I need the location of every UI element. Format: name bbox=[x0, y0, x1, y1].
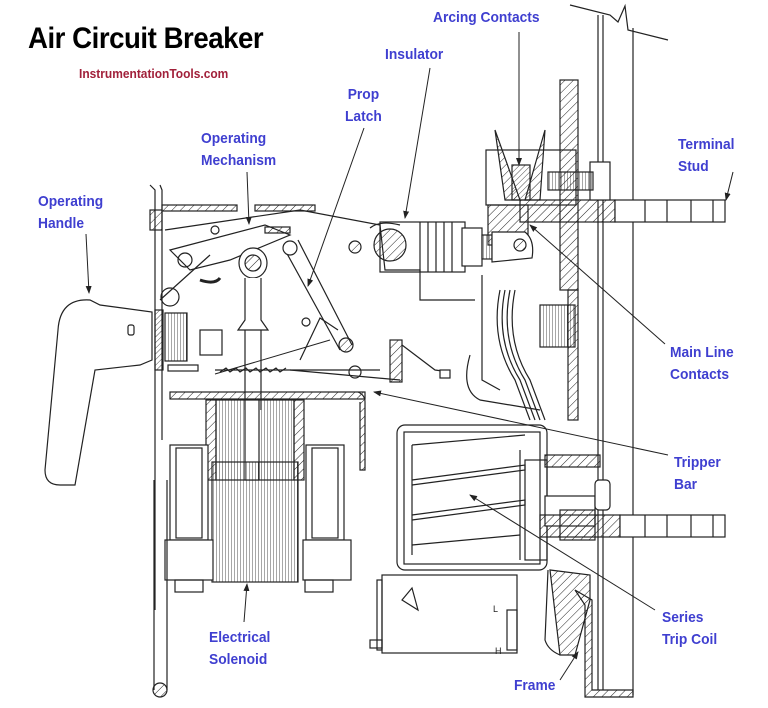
label-operating-handle: Operating Handle bbox=[38, 191, 103, 235]
coil-tap-box bbox=[369, 574, 518, 654]
label-terminal-stud-line2: Stud bbox=[678, 158, 709, 175]
handle-spring bbox=[164, 312, 223, 372]
leader-series-trip-coil bbox=[469, 494, 656, 611]
label-prop-latch-line2: Latch bbox=[345, 108, 382, 125]
leader-prop-latch bbox=[307, 127, 365, 287]
label-operating-handle-line2: Handle bbox=[38, 215, 85, 232]
frame-bracket bbox=[544, 569, 591, 656]
terminal-stud-lower bbox=[539, 514, 726, 538]
arcing-contacts-drawing bbox=[485, 129, 577, 246]
leader-electrical-solenoid bbox=[243, 583, 250, 623]
label-main-line-contacts: Main Line Contacts bbox=[670, 342, 734, 386]
leader-terminal-stud bbox=[724, 171, 734, 201]
label-tripper-bar-line1: Tripper bbox=[674, 454, 721, 471]
operating-mechanism-linkage bbox=[159, 224, 451, 410]
label-tripper-bar: Tripper Bar bbox=[674, 452, 721, 496]
label-tripper-bar-line2: Bar bbox=[674, 476, 698, 493]
label-electrical-solenoid-line1: Electrical bbox=[209, 629, 271, 646]
leader-operating-mechanism bbox=[245, 171, 252, 225]
label-main-line-contacts-line2: Contacts bbox=[670, 366, 730, 383]
label-arcing-contacts-text: Arcing Contacts bbox=[433, 9, 540, 26]
label-terminal-stud: Terminal Stud bbox=[678, 134, 734, 178]
label-electrical-solenoid-line2: Solenoid bbox=[209, 651, 268, 668]
mechanism-housing bbox=[149, 184, 475, 610]
label-electrical-solenoid: Electrical Solenoid bbox=[209, 627, 270, 671]
label-operating-mechanism: Operating Mechanism bbox=[201, 128, 276, 172]
label-arcing-contacts: Arcing Contacts bbox=[433, 7, 540, 29]
label-operating-handle-line1: Operating bbox=[38, 193, 104, 210]
label-operating-mechanism-line2: Mechanism bbox=[201, 152, 277, 169]
label-terminal-stud-line1: Terminal bbox=[678, 136, 735, 153]
diagram-title: Air Circuit Breaker bbox=[28, 22, 264, 55]
label-prop-latch-line1: Prop bbox=[347, 86, 380, 103]
label-prop-latch: Prop Latch bbox=[345, 84, 382, 128]
leader-main-line-contacts bbox=[529, 224, 666, 345]
insulator-drawing bbox=[369, 221, 534, 273]
leader-frame bbox=[559, 651, 579, 681]
leader-insulator bbox=[403, 67, 431, 219]
label-series-trip-coil: Series Trip Coil bbox=[662, 607, 717, 651]
electrical-solenoid-drawing bbox=[164, 399, 352, 593]
label-insulator: Insulator bbox=[385, 44, 443, 66]
label-series-trip-coil-line1: Series bbox=[662, 609, 704, 626]
coil-tap-high: H bbox=[495, 646, 502, 656]
leader-operating-handle bbox=[85, 233, 92, 294]
series-trip-coil-drawing bbox=[396, 424, 611, 571]
label-main-line-contacts-line1: Main Line bbox=[670, 344, 734, 361]
operating-handle-drawing bbox=[44, 299, 153, 486]
leader-tripper-bar bbox=[373, 390, 669, 456]
flexible-connector bbox=[466, 275, 576, 421]
coil-tap-low: L bbox=[493, 604, 498, 614]
label-frame: Frame bbox=[514, 675, 555, 697]
label-insulator-text: Insulator bbox=[385, 46, 444, 63]
source-credit: InstrumentationTools.com bbox=[79, 66, 229, 81]
trip-rod bbox=[152, 480, 168, 698]
label-series-trip-coil-line2: Trip Coil bbox=[662, 631, 718, 648]
label-frame-text: Frame bbox=[514, 677, 556, 694]
label-operating-mechanism-line1: Operating bbox=[201, 130, 267, 147]
